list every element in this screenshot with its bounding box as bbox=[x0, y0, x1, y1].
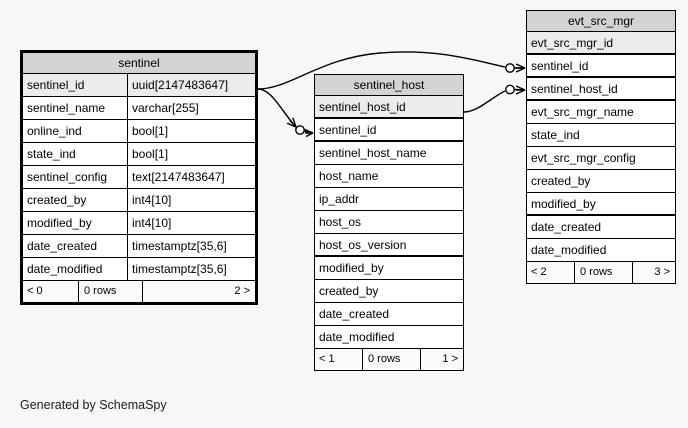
column-name: evt_src_mgr_id bbox=[531, 36, 614, 50]
column-name: created_by bbox=[531, 174, 591, 188]
column-name: host_os bbox=[319, 215, 362, 229]
column-type: int4[10] bbox=[127, 212, 255, 234]
row-count-label: 0 rows bbox=[363, 349, 421, 370]
table-row[interactable]: evt_src_mgr_config bbox=[527, 147, 675, 170]
table-title-evt-src-mgr: evt_src_mgr bbox=[527, 11, 675, 32]
column-name: evt_src_mgr_name bbox=[531, 105, 634, 119]
next-page-button[interactable]: 1 > bbox=[442, 353, 458, 365]
table-title-sentinel: sentinel bbox=[23, 53, 255, 74]
column-name: state_ind bbox=[27, 147, 76, 161]
column-name: date_modified bbox=[319, 330, 395, 344]
column-name: created_by bbox=[319, 284, 379, 298]
table-footer-sentinel: < 0 0 rows 2 > bbox=[23, 281, 255, 302]
next-page-button[interactable]: 3 > bbox=[654, 266, 670, 278]
column-type: bool[1] bbox=[127, 120, 255, 142]
column-name: sentinel_config bbox=[27, 170, 108, 184]
column-name: host_os_version bbox=[319, 238, 407, 252]
table-row[interactable]: created_by bbox=[527, 170, 675, 193]
column-name: date_modified bbox=[531, 243, 607, 257]
next-page-button[interactable]: 2 > bbox=[234, 285, 250, 297]
diagram-caption: Generated by SchemaSpy bbox=[20, 398, 167, 412]
column-type: timestamptz[35,6] bbox=[127, 258, 255, 280]
table-row[interactable]: evt_src_mgr_id bbox=[527, 32, 675, 55]
table-row[interactable]: ip_addr bbox=[315, 188, 463, 211]
table-row[interactable]: host_name bbox=[315, 165, 463, 188]
column-name: modified_by bbox=[27, 216, 92, 230]
table-row[interactable]: modified_by bbox=[527, 193, 675, 216]
table-row[interactable]: date_modified timestamptz[35,6] bbox=[23, 258, 255, 281]
table-row[interactable]: online_ind bool[1] bbox=[23, 120, 255, 143]
table-row[interactable]: sentinel_host_id bbox=[315, 96, 463, 119]
table-row[interactable]: date_created timestamptz[35,6] bbox=[23, 235, 255, 258]
column-type: text[2147483647] bbox=[127, 166, 255, 188]
column-type: int4[10] bbox=[127, 189, 255, 211]
column-name: sentinel_host_id bbox=[531, 82, 618, 96]
table-evt-src-mgr[interactable]: evt_src_mgr evt_src_mgr_id sentinel_id s… bbox=[526, 10, 676, 284]
column-type: uuid[2147483647] bbox=[127, 74, 255, 96]
table-row[interactable]: modified_by int4[10] bbox=[23, 212, 255, 235]
table-row[interactable]: sentinel_id bbox=[315, 119, 463, 142]
column-name: date_created bbox=[27, 239, 98, 253]
row-count-label: 0 rows bbox=[575, 262, 633, 283]
table-row[interactable]: created_by bbox=[315, 280, 463, 303]
table-footer-evt-src-mgr: < 2 0 rows 3 > bbox=[527, 262, 675, 283]
table-title-sentinel-host: sentinel_host bbox=[315, 75, 463, 96]
table-row[interactable]: created_by int4[10] bbox=[23, 189, 255, 212]
column-name: online_ind bbox=[27, 124, 82, 138]
table-row[interactable]: sentinel_config text[2147483647] bbox=[23, 166, 255, 189]
table-sentinel[interactable]: sentinel sentinel_id uuid[2147483647] se… bbox=[20, 50, 258, 305]
table-row[interactable]: date_created bbox=[527, 216, 675, 239]
column-name: date_created bbox=[531, 220, 602, 234]
column-name: sentinel_host_name bbox=[319, 146, 427, 160]
table-row[interactable]: date_created bbox=[315, 303, 463, 326]
table-row[interactable]: sentinel_name varchar[255] bbox=[23, 97, 255, 120]
column-type: bool[1] bbox=[127, 143, 255, 165]
table-row[interactable]: sentinel_id bbox=[527, 55, 675, 78]
table-row[interactable]: state_ind bbox=[527, 124, 675, 147]
table-row[interactable]: sentinel_host_id bbox=[527, 78, 675, 101]
column-name: evt_src_mgr_config bbox=[531, 151, 636, 165]
table-row[interactable]: host_os_version bbox=[315, 234, 463, 257]
table-row[interactable]: date_modified bbox=[527, 239, 675, 262]
table-row[interactable]: modified_by bbox=[315, 257, 463, 280]
column-name: date_modified bbox=[27, 262, 103, 276]
column-name: sentinel_id bbox=[27, 78, 85, 92]
table-row[interactable]: sentinel_host_name bbox=[315, 142, 463, 165]
edge-sentinel-to-sentinel-host bbox=[257, 88, 314, 138]
table-sentinel-host[interactable]: sentinel_host sentinel_host_id sentinel_… bbox=[314, 74, 464, 371]
column-name: host_name bbox=[319, 169, 379, 183]
column-name: modified_by bbox=[531, 197, 596, 211]
table-row[interactable]: date_modified bbox=[315, 326, 463, 349]
table-row[interactable]: sentinel_id uuid[2147483647] bbox=[23, 74, 255, 97]
row-count-label: 0 rows bbox=[79, 281, 143, 302]
prev-page-button[interactable]: < 1 bbox=[315, 349, 363, 370]
column-name: sentinel_id bbox=[319, 123, 377, 137]
table-footer-sentinel-host: < 1 0 rows 1 > bbox=[315, 349, 463, 370]
prev-page-button[interactable]: < 0 bbox=[23, 281, 79, 302]
column-type: timestamptz[35,6] bbox=[127, 235, 255, 257]
column-name: sentinel_name bbox=[27, 101, 106, 115]
column-name: created_by bbox=[27, 193, 87, 207]
column-name: sentinel_id bbox=[531, 59, 589, 73]
column-name: state_ind bbox=[531, 128, 580, 142]
table-row[interactable]: host_os bbox=[315, 211, 463, 234]
table-row[interactable]: evt_src_mgr_name bbox=[527, 101, 675, 124]
column-name: ip_addr bbox=[319, 192, 360, 206]
column-name: sentinel_host_id bbox=[319, 100, 406, 114]
prev-page-button[interactable]: < 2 bbox=[527, 262, 575, 283]
table-row[interactable]: state_ind bool[1] bbox=[23, 143, 255, 166]
column-name: date_created bbox=[319, 307, 390, 321]
column-type: varchar[255] bbox=[127, 97, 255, 119]
column-name: modified_by bbox=[319, 261, 384, 275]
edge-sentinel-host-to-evt-src-mgr bbox=[463, 84, 526, 113]
